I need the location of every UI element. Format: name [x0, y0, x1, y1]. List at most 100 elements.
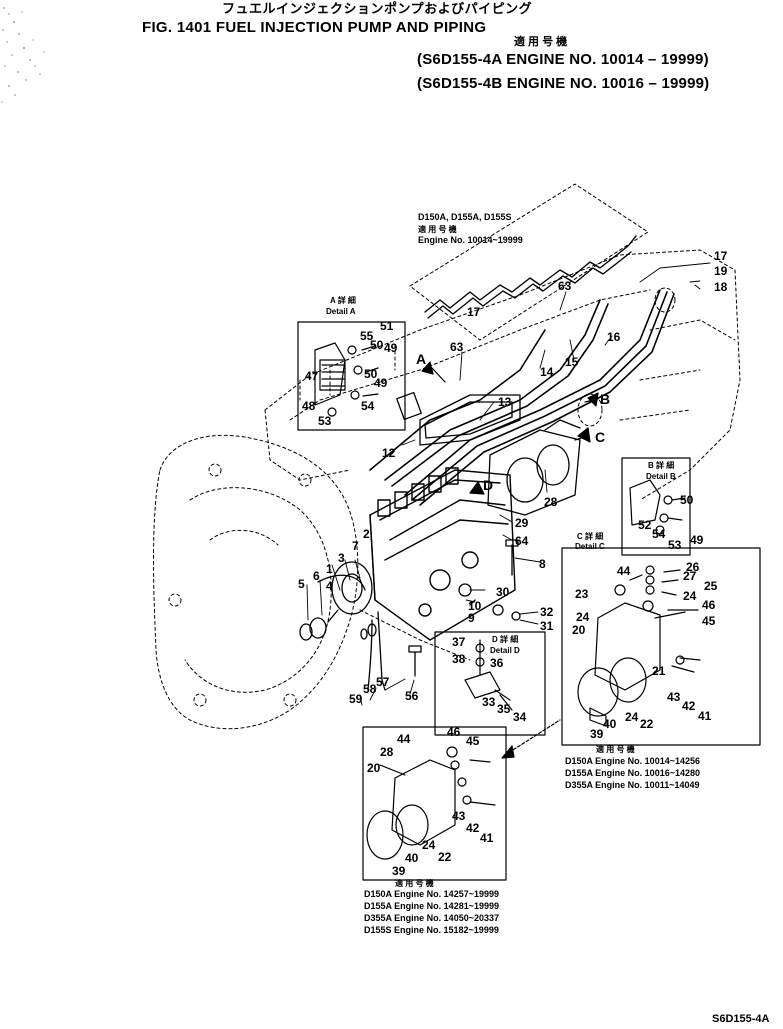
callout: 34 [513, 710, 527, 724]
callout: 50 [364, 367, 378, 381]
callout: 35 [497, 702, 511, 716]
callout: 24 [576, 610, 590, 624]
page-code: S6D155-4A [712, 1013, 770, 1025]
callout: 63 [558, 279, 572, 293]
callout: 25 [704, 579, 718, 593]
callout: 44 [617, 564, 631, 578]
flywheel-housing [153, 434, 359, 730]
detail-d-jp: D 詳 細 [492, 635, 519, 644]
injection-pipes [369, 289, 675, 506]
callout: 36 [490, 656, 504, 670]
main-fittings [317, 539, 521, 677]
lower-note-jp: 適 用 号 機 [395, 879, 434, 888]
callout: 50 [370, 338, 384, 352]
callout: 22 [438, 850, 452, 864]
detail-link-arrow [501, 719, 561, 759]
callout: 26 [686, 560, 700, 574]
callout: 50 [680, 493, 694, 507]
callout: 28 [544, 495, 558, 509]
callout: 46 [702, 598, 716, 612]
callout: 13 [498, 395, 512, 409]
callout: 23 [575, 587, 589, 601]
lower-note-line: D155A Engine No. 14281~19999 [364, 901, 499, 911]
callout: 45 [702, 614, 716, 628]
callout: 29 [515, 516, 529, 530]
callout: 17 [714, 249, 728, 263]
lower-note-line: D155S Engine No. 15182~19999 [364, 925, 499, 935]
callout: 24 [683, 589, 697, 603]
callout: 30 [496, 585, 510, 599]
callout: 41 [698, 709, 712, 723]
callout: 53 [318, 414, 332, 428]
applicability-line-1: (S6D155-4A ENGINE NO. 10014 – 19999) [417, 51, 709, 68]
callout: 9 [468, 611, 475, 625]
callout: 32 [540, 605, 554, 619]
callout: 28 [380, 745, 394, 759]
callout: 18 [714, 280, 728, 294]
lower-note-line: D355A Engine No. 14050~20337 [364, 913, 499, 923]
applicability-jp: 適 用 号 機 [514, 36, 568, 48]
detail-c-note-line: D150A Engine No. 10014~14256 [565, 756, 700, 766]
callout: 57 [376, 675, 390, 689]
view-marker-d: D [483, 477, 494, 493]
callout: 45 [466, 734, 480, 748]
callout: 5 [298, 577, 305, 591]
callout: 43 [452, 809, 466, 823]
callout: 44 [397, 732, 411, 746]
callout: 22 [640, 717, 654, 731]
callout: 63 [450, 340, 464, 354]
detail-c-label: Detail C [575, 542, 605, 551]
callout: 1 [326, 562, 333, 576]
figure-title: FIG. 1401 FUEL INJECTION PUMP AND PIPING [142, 19, 487, 36]
detail-a-label: Detail A [326, 307, 356, 316]
detail-a-box [297, 321, 406, 431]
callout: 54 [361, 399, 375, 413]
callout: 47 [305, 369, 319, 383]
callout: 39 [590, 727, 604, 741]
callout: 42 [682, 699, 696, 713]
callout: 41 [480, 831, 494, 845]
detail-b-box [621, 457, 691, 556]
callout: 15 [565, 355, 579, 369]
pipe-note-jp: 適 用 号 機 [418, 225, 457, 234]
callout: 19 [714, 264, 728, 278]
callout: 20 [367, 761, 381, 775]
detail-b-jp: B 詳 細 [648, 461, 675, 470]
fuel-filter-main [487, 419, 581, 516]
callout: 54 [652, 527, 666, 541]
callout: 43 [667, 690, 681, 704]
callout: 39 [392, 864, 406, 878]
callout: 48 [302, 399, 316, 413]
callout: 8 [539, 557, 546, 571]
callout: 14 [540, 365, 554, 379]
callout: 59 [349, 692, 363, 706]
japanese-title: フュエルインジェクションポンプおよびパイピング [222, 1, 533, 16]
callout: 20 [572, 623, 586, 637]
callout: 55 [360, 329, 374, 343]
detail-a-jp: A 詳 細 [330, 296, 356, 305]
callout: 51 [380, 319, 394, 333]
callout: 52 [638, 518, 652, 532]
callout: 38 [452, 652, 466, 666]
callout: 56 [405, 689, 419, 703]
callout: 49 [374, 376, 388, 390]
view-marker-a: A [416, 351, 427, 367]
callout: 46 [447, 725, 461, 739]
detail-c-note-jp: 適 用 号 機 [596, 745, 635, 754]
callout: 49 [690, 533, 704, 547]
pipe-note-models: D150A, D155A, D155S [418, 212, 512, 222]
view-marker-c: C [595, 429, 606, 445]
callout: 40 [405, 851, 419, 865]
callout: 42 [466, 821, 480, 835]
callout: 40 [603, 717, 617, 731]
pipe-harness [409, 183, 649, 341]
detail-c-jp: C 詳 細 [577, 532, 604, 541]
pump-drive-gear [299, 561, 386, 691]
view-marker-b: B [600, 391, 611, 407]
callout: 64 [515, 534, 529, 548]
detail-d-box [434, 631, 546, 736]
callout: 12 [382, 446, 396, 460]
callout: 27 [683, 569, 697, 583]
detail-d-label: Detail D [490, 646, 520, 655]
